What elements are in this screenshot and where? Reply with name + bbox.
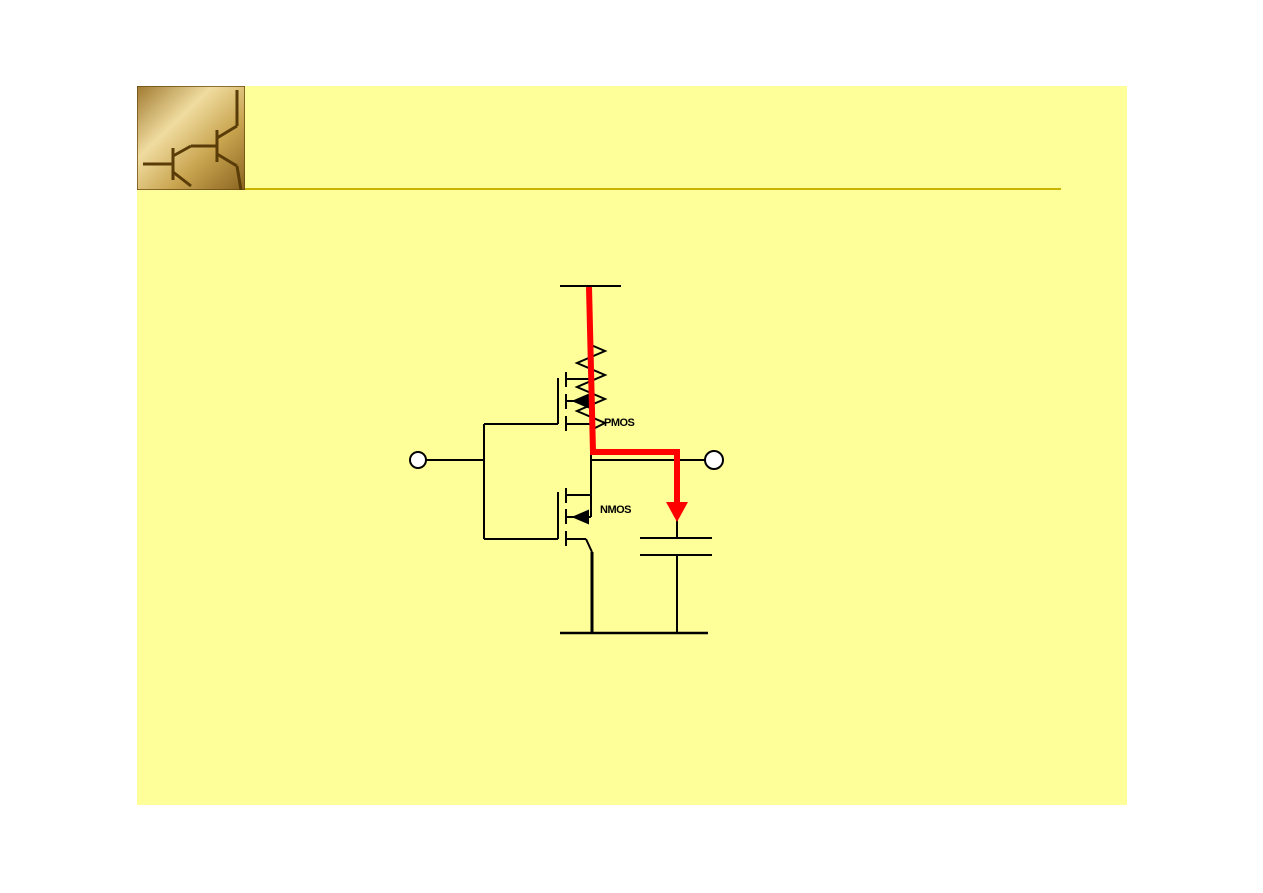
input-terminal bbox=[409, 451, 427, 469]
capacitor-icon bbox=[640, 520, 712, 634]
charging-current-path bbox=[586, 286, 680, 505]
slide-background bbox=[137, 86, 1127, 805]
header-rule bbox=[245, 188, 1061, 190]
pmos-label: PMOS bbox=[604, 417, 635, 429]
transistor-logo-icon bbox=[137, 86, 245, 190]
output-terminal bbox=[704, 450, 724, 470]
pmos-transistor-icon bbox=[557, 344, 608, 452]
current-arrow-icon bbox=[666, 502, 688, 522]
nmos-label: NMOS bbox=[600, 504, 631, 516]
nmos-transistor-icon bbox=[557, 488, 594, 634]
